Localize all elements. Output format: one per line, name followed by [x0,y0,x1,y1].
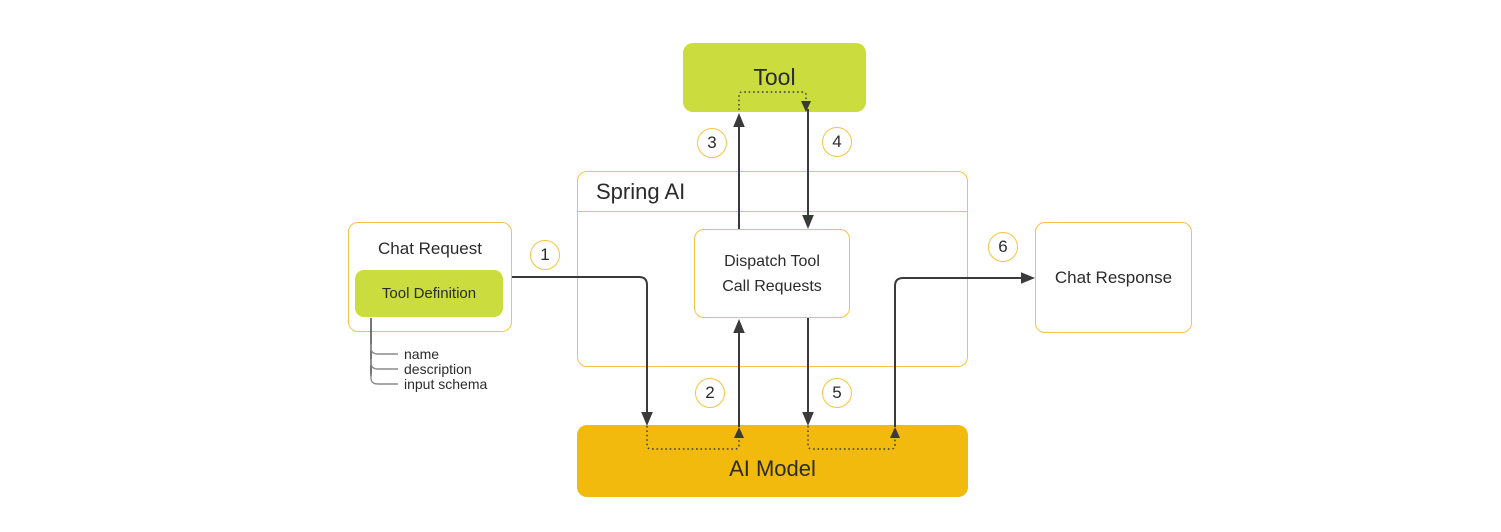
step-badge-2: 2 [695,378,725,408]
step-badge-6: 6 [988,232,1018,262]
tool-definition-attribute-description: description [404,361,472,377]
tool-definition-attribute-name: name [404,346,440,362]
spring-ai-title: Spring AI [596,178,686,204]
spring-ai-header: Spring AI [578,172,967,212]
chat-request-label: Chat Request [378,239,482,258]
arrowhead-right-icon [1021,272,1035,284]
arrowhead-up-icon [733,113,745,127]
tool-label: Tool [753,64,796,90]
step-badge-5: 5 [822,378,852,408]
node-chat-response: Chat Response [1035,222,1192,333]
tool-definition-attribute-input-schema: input schema [404,376,488,392]
node-chat-request: Chat Request Tool Definition [348,222,512,332]
step-badge-1: 1 [530,240,560,270]
node-tool-definition: Tool Definition [355,270,503,317]
arrowhead-down-icon [641,412,653,426]
node-tool: Tool [683,43,866,112]
ai-model-label: AI Model [729,456,816,481]
step-badge-3: 3 [697,128,727,158]
chat-response-label: Chat Response [1054,267,1173,287]
step-badge-4: 4 [822,127,852,157]
node-dispatch-tool-call-requests: Dispatch Tool Call Requests [694,229,850,318]
arrowhead-down-icon [802,412,814,426]
node-ai-model: AI Model [577,425,968,497]
dispatch-label: Dispatch Tool Call Requests [722,252,822,295]
